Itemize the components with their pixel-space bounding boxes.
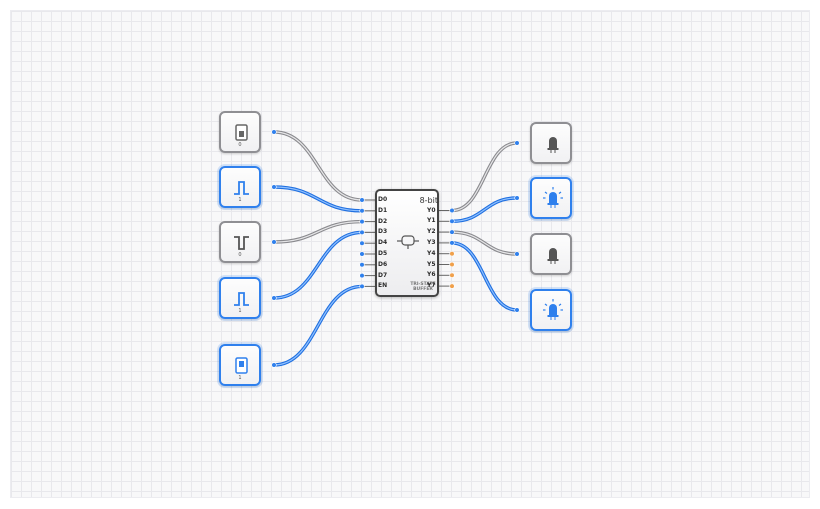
input-pin-dot[interactable] — [359, 283, 365, 290]
input-pin-dot[interactable] — [359, 240, 365, 246]
pin-label-d2: D2 — [378, 217, 388, 225]
input-pin-dot[interactable] — [359, 197, 365, 203]
led-input-dot[interactable] — [514, 251, 520, 257]
led-input-dot[interactable] — [514, 140, 520, 146]
led-bulb-lit-icon — [543, 299, 563, 320]
led-input-dot[interactable] — [514, 307, 520, 313]
chip-name: TRI-STATE BUFFER — [408, 282, 438, 292]
output-port-dot[interactable] — [271, 239, 277, 245]
pin-label-y5: Y5 — [427, 260, 436, 268]
input-pin-dot[interactable] — [359, 208, 365, 214]
output-pin-dot[interactable] — [449, 207, 455, 214]
input-pin-dot[interactable] — [359, 219, 365, 225]
wire-highlight — [451, 231, 518, 255]
output-port-dot[interactable] — [271, 362, 277, 368]
input-value: 0 — [238, 252, 242, 258]
output-pin-dot[interactable] — [449, 240, 455, 246]
output-pin-dot[interactable] — [449, 229, 455, 235]
led-bulb-icon — [547, 248, 559, 264]
input-pulse-high-2[interactable]: 1 — [219, 166, 261, 208]
floating-pin-dot[interactable] — [449, 272, 455, 278]
input-value: 1 — [238, 197, 242, 203]
input-pin-dot[interactable] — [359, 251, 365, 257]
pin-label-d4: D4 — [378, 239, 388, 247]
pin-label-y3: Y3 — [427, 238, 436, 246]
wire-highlight — [273, 186, 363, 212]
pin-label-d3: D3 — [378, 228, 388, 236]
pin-label-en: EN — [378, 282, 388, 290]
pin-label-y4: Y4 — [427, 249, 436, 257]
output-led-1[interactable] — [530, 122, 572, 164]
input-value: 0 — [238, 142, 242, 148]
input-toggle-switch-5[interactable]: 1 — [219, 344, 261, 386]
output-pin-dot[interactable] — [449, 218, 455, 224]
output-led-3[interactable] — [530, 233, 572, 275]
wire-highlight — [451, 242, 518, 311]
input-value: 1 — [238, 308, 242, 314]
output-port-dot[interactable] — [271, 129, 277, 135]
output-led-2[interactable] — [530, 177, 572, 219]
pulse-low-icon — [234, 236, 249, 250]
input-pulse-low-3[interactable]: 0 — [219, 221, 261, 263]
input-pin-dot[interactable] — [359, 262, 365, 268]
input-toggle-switch-1[interactable]: 0 — [219, 111, 261, 153]
input-pulse-high-4[interactable]: 1 — [219, 277, 261, 319]
wire-highlight — [451, 197, 518, 222]
led-input-dot[interactable] — [514, 195, 520, 201]
pin-label-y0: Y0 — [427, 206, 436, 214]
input-pin-dot[interactable] — [359, 229, 365, 235]
pulse-high-icon — [234, 292, 249, 306]
pin-label-y2: Y2 — [427, 228, 436, 236]
input-pin-dot[interactable] — [359, 273, 365, 279]
toggle-switch-icon — [235, 357, 248, 374]
floating-pin-dot[interactable] — [449, 251, 455, 257]
pin-label-y7: Y7 — [427, 282, 436, 290]
input-value: 1 — [238, 375, 242, 381]
led-bulb-icon — [547, 137, 559, 153]
wire-highlight — [451, 142, 518, 212]
pin-label-d0: D0 — [378, 196, 388, 203]
output-led-4[interactable] — [530, 289, 572, 331]
wire-highlight — [273, 221, 363, 243]
wire-highlight — [273, 285, 363, 366]
toggle-switch-icon — [235, 124, 248, 141]
floating-pin-dot[interactable] — [449, 283, 455, 289]
tri-state-buffer-chip[interactable] — [375, 189, 439, 297]
pin-label-d5: D5 — [378, 250, 388, 257]
chip-title: 8-bit — [419, 196, 438, 205]
led-bulb-lit-icon — [543, 187, 563, 208]
pin-label-y6: Y6 — [427, 271, 436, 279]
pin-label-d1: D1 — [378, 206, 388, 214]
pin-label-d6: D6 — [378, 260, 388, 268]
output-port-dot[interactable] — [271, 295, 277, 301]
chip-name-line2: BUFFER — [413, 287, 433, 292]
wire-highlight — [273, 231, 363, 299]
wire-highlight — [273, 131, 363, 201]
floating-pin-dot[interactable] — [449, 261, 455, 268]
pin-label-d7: D7 — [378, 271, 388, 279]
pin-label-y1: Y1 — [427, 217, 436, 225]
pulse-high-icon — [234, 181, 249, 195]
chip-name-line1: TRI-STATE — [410, 282, 436, 287]
tri-state-buffer-icon — [397, 235, 419, 249]
output-port-dot[interactable] — [271, 184, 277, 190]
